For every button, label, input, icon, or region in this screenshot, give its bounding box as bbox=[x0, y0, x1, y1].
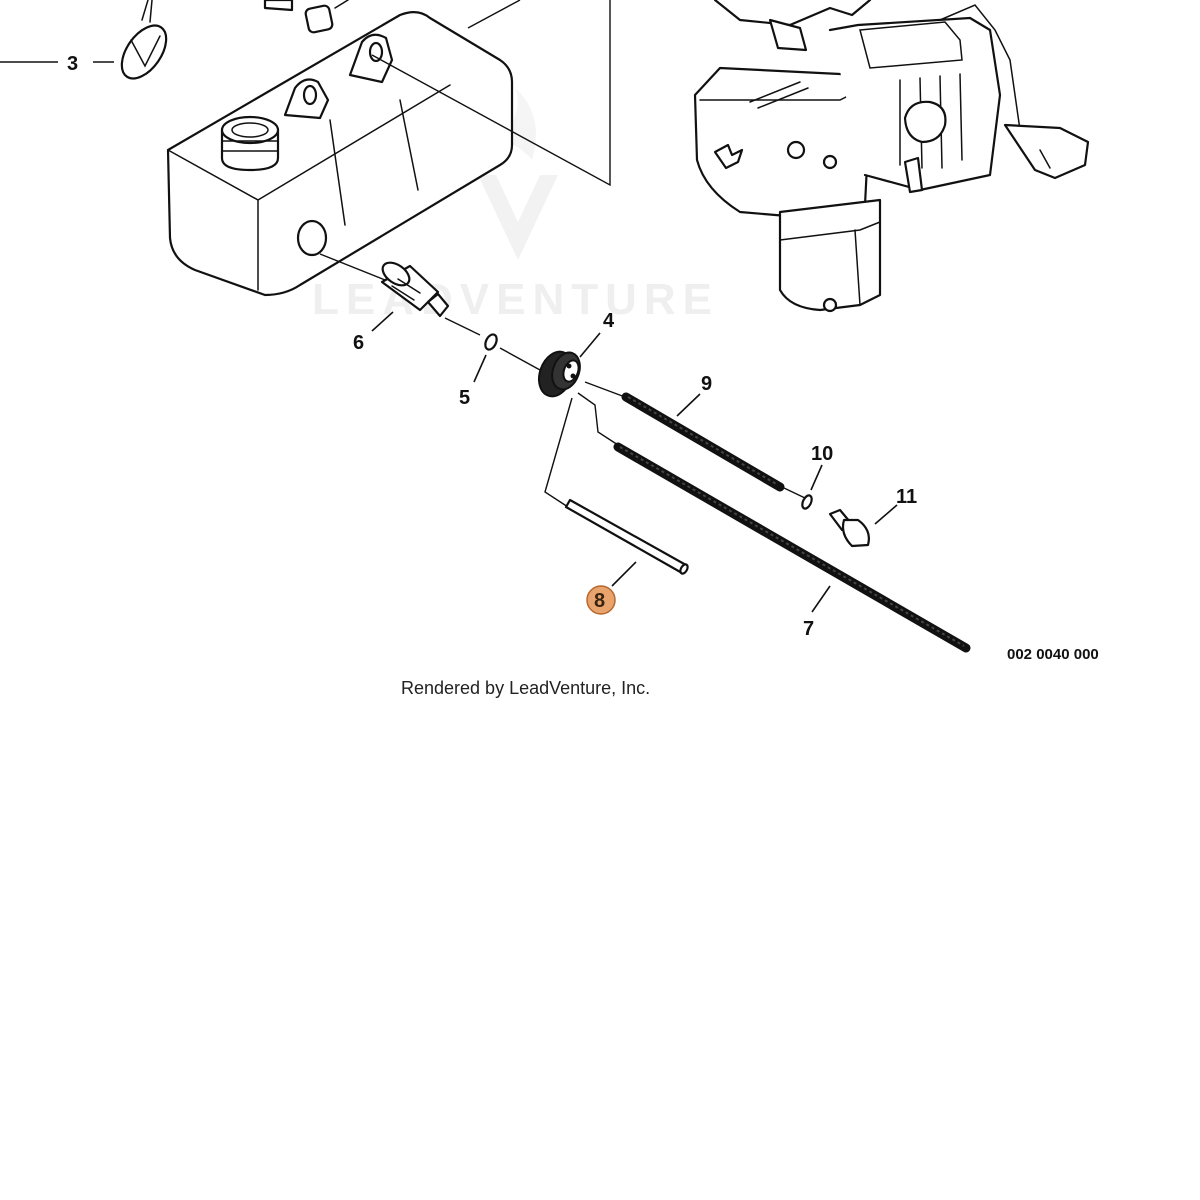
callout-3: 3 bbox=[67, 53, 78, 75]
render-credit: Rendered by LeadVenture, Inc. bbox=[401, 678, 650, 698]
part-6-fuel-filter bbox=[380, 261, 450, 318]
callout-4: 4 bbox=[603, 310, 615, 332]
part-11-fitting bbox=[828, 508, 870, 548]
part-7-fuel-hose bbox=[613, 442, 971, 653]
callout-8: 8 bbox=[594, 590, 605, 612]
part-10-o-ring bbox=[801, 494, 813, 510]
part-5-o-ring bbox=[484, 333, 498, 351]
part-9-fuel-hose bbox=[621, 392, 785, 492]
diagram-part-code: 002 0040 000 bbox=[1007, 646, 1099, 663]
part-8-rod bbox=[564, 498, 689, 575]
callout-11: 11 bbox=[896, 486, 917, 508]
callout-9: 9 bbox=[701, 373, 712, 395]
top-fasteners bbox=[263, 0, 349, 34]
callout-10: 10 bbox=[811, 443, 833, 465]
part-4-grommet bbox=[538, 350, 581, 398]
watermark-logo: LEADVENTURE bbox=[312, 88, 719, 324]
watermark-text: LEADVENTURE bbox=[312, 275, 719, 324]
callout-8-highlight[interactable]: 8 bbox=[586, 585, 616, 615]
engine-assembly bbox=[693, 0, 1090, 313]
part-3-emblem bbox=[120, 0, 168, 80]
callout-7: 7 bbox=[803, 618, 814, 640]
callout-6: 6 bbox=[353, 332, 364, 354]
fuel-tank bbox=[166, 11, 514, 297]
callout-5: 5 bbox=[459, 387, 470, 409]
